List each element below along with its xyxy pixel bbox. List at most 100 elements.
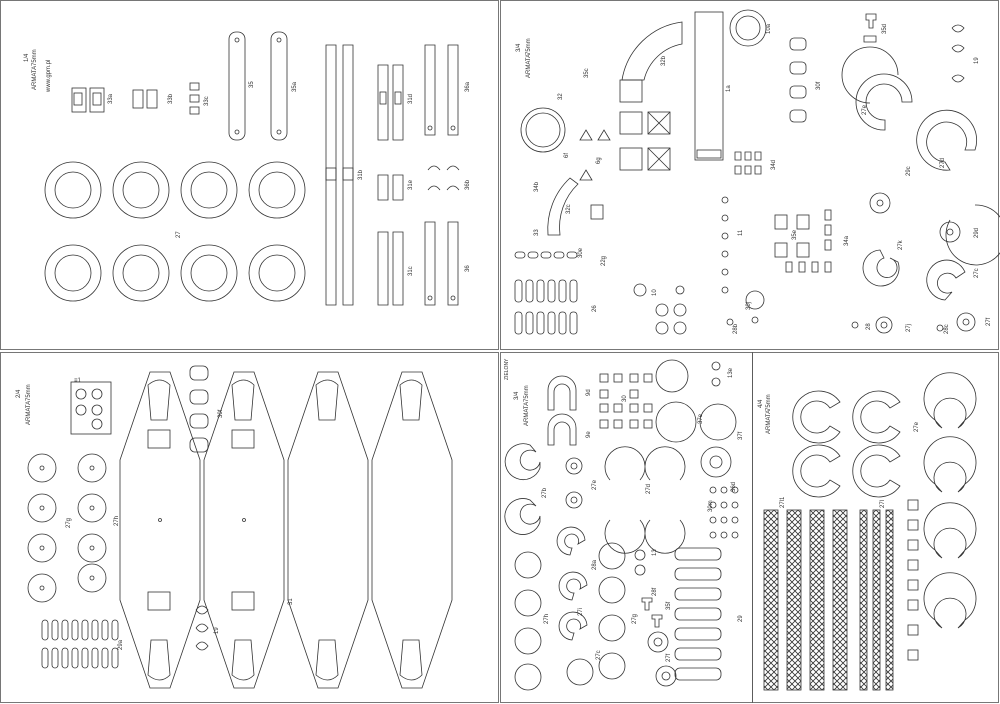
sheet-4-scale: 75mm (766, 394, 772, 411)
part-35 (228, 31, 246, 141)
part-label-p31d: 31d (408, 94, 414, 104)
part-label-p1a: 1a (726, 85, 732, 92)
part-label-p28: 28 (866, 323, 872, 330)
part-27e-3 (792, 444, 841, 498)
part-label-p35c: 35c (584, 68, 590, 78)
part-34d-pins (734, 151, 762, 175)
part-label-p35a: 35a (292, 81, 298, 92)
part-33a-a (71, 87, 87, 113)
part-19-top (951, 24, 965, 83)
part-label-p36a: 36a (465, 81, 471, 92)
sheet-4-border (752, 352, 999, 703)
part-37f (699, 403, 737, 441)
sheet-1-border (0, 0, 499, 350)
part-19-bottom (195, 605, 209, 651)
part-label-p27l: 27l (880, 500, 886, 508)
part-27e-5 (923, 372, 977, 429)
part-label-p19: 19 (974, 57, 980, 64)
part-label-p30: 30 (622, 395, 628, 402)
part-27c (926, 259, 966, 301)
part-27l1-tracks (763, 509, 848, 691)
part-label-p27j: 27j (906, 324, 912, 332)
part-11-rings (721, 196, 729, 294)
part-27e-2 (852, 390, 901, 444)
part-label-p35: 35 (249, 81, 255, 88)
part-label-p33b: 33b (168, 93, 174, 104)
sheet-1-title: ARMATA (32, 66, 38, 90)
part-35d (863, 13, 877, 43)
part-label-p27e: 27e (592, 479, 598, 490)
part-label-p34b: 34b (534, 181, 540, 192)
part-label-p27f: 27f (666, 653, 672, 662)
part-label-p27g: 27g (632, 614, 638, 624)
part-1-plate (70, 381, 112, 435)
part-27b-a (504, 443, 541, 481)
part-label-p30f: 30f (816, 81, 822, 90)
sheet-1-url: www.gpm.pl (46, 60, 52, 93)
part-27b-b (504, 498, 541, 535)
part-36b (427, 165, 460, 191)
sheet-3-title: ARMATA (526, 54, 532, 78)
part-label-p33a: 33a (108, 93, 114, 104)
sheet-3b-tag: ZIELONY (504, 358, 510, 380)
sheet-3-scale: 75mm (526, 38, 532, 55)
part-30f-bottom (189, 365, 209, 453)
part-26-links (514, 279, 578, 335)
part-label-p30m: 30m (708, 500, 714, 512)
part-label-p27d: 27d (940, 158, 946, 168)
part-27e-7 (923, 502, 977, 559)
part-31c (377, 231, 404, 306)
part-label-p27c: 27c (596, 650, 602, 660)
part-label-p35d: 35d (882, 24, 888, 34)
part-label-p34a: 34a (844, 235, 850, 246)
sheet-3b-parts (504, 359, 739, 691)
part-label-p28b: 28b (733, 323, 739, 334)
part-label-p33c: 33c (204, 96, 210, 106)
sheet-2-page: 2/4 (16, 389, 22, 398)
part-label-p22g: 22g (601, 256, 607, 266)
part-29a-links (41, 619, 119, 669)
part-27k (862, 249, 900, 287)
part-30e-bars (514, 251, 578, 259)
sheet-2-title: ARMATA (26, 401, 32, 425)
part-label-p37e: 37e (698, 413, 704, 424)
part-label-p31b: 31b (358, 169, 364, 180)
part-label-p27e: 27e (862, 104, 868, 115)
part-27g-wheels (27, 453, 107, 603)
part-label-p10: 10 (652, 289, 658, 296)
sheet-3-page: 3/4 (516, 43, 522, 52)
part-31e (377, 174, 404, 201)
sheet-4-title: ARMATA (766, 410, 772, 434)
part-label-p28a: 28a (592, 559, 598, 570)
part-label-p9d: 9d (586, 389, 592, 396)
sheet-1-page: 1/4 (24, 53, 30, 62)
part-31b (325, 44, 354, 306)
part-27e-6 (923, 436, 977, 493)
part-label-p28c: 28c (944, 324, 950, 334)
part-30f-top (789, 37, 807, 123)
part-30-bits (599, 373, 653, 429)
part-36a (424, 44, 459, 136)
part-label-p32b: 32b (661, 55, 667, 66)
part-label-p27d: 27d (646, 484, 652, 494)
part-label-p35e: 35e (792, 229, 798, 240)
part-label-p35f: 35f (666, 601, 672, 610)
part-label-p30f: 30f (218, 409, 224, 418)
part-label-p27f: 27f (986, 317, 992, 326)
sheet-2-parts (27, 365, 453, 689)
part-label-p26: 26 (592, 305, 598, 312)
sheet-2-border (0, 352, 499, 703)
part-27d-a (916, 109, 978, 171)
sheet-3-parts (514, 9, 1000, 335)
part-label-p36d: 36d (731, 482, 737, 492)
part-label-p6g: 6g (596, 157, 602, 164)
part-27e-a (855, 73, 913, 131)
sheet-3b-scale: 75mm (524, 385, 530, 402)
part-37-disc (655, 359, 689, 393)
sheet-3b-page: 3/4 (514, 391, 520, 400)
part-label-p30e: 30e (578, 247, 584, 258)
part-label-p9e: 9e (586, 431, 592, 438)
part-label-p31: 31 (288, 598, 294, 605)
part-35a (270, 31, 288, 141)
